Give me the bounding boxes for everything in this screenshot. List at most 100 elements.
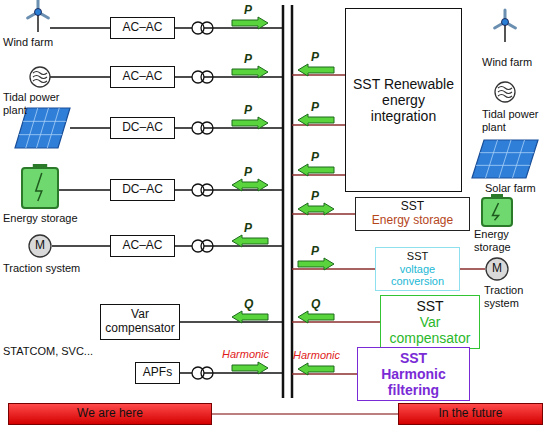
timeline-bar: In the future [398,403,543,425]
connector [52,245,110,246]
node-text: APFs [143,366,172,380]
converter-box: AC–AC [110,66,175,88]
node-text: DC–AC [122,121,163,135]
flow-symbol: P [244,221,252,235]
panel-grid [26,108,38,148]
sst-box: SST Renewable energy integration [345,8,462,192]
flow-symbol: P [244,3,252,17]
battery-bolt [493,203,499,220]
node-text: voltage conversion [382,263,453,288]
node-text: AC–AC [122,239,162,253]
tidal-icon [30,67,50,87]
power-flow-arrow [232,17,268,29]
power-flow-arrow [232,235,268,247]
wave-stroke [33,72,47,75]
power-flow-arrow [298,258,334,270]
panel-grid [499,140,511,178]
source-label: Solar farm [485,182,547,195]
node-text: M [492,262,502,276]
panel-grid [23,121,66,122]
node-text: SST [400,350,427,366]
flow-symbol: P [311,244,319,258]
power-flow-arrow [298,64,334,76]
node-text: Harmonic filtering [364,366,463,398]
power-flow-arrow [298,164,334,176]
flow-symbol: P [244,103,252,117]
sst-box: SSTvoltage conversion [375,247,460,291]
node-text: SST [416,298,443,314]
panel-grid [37,108,49,148]
node-text: M [35,239,45,253]
transformer-winding [201,184,213,196]
filter-box: APFs [135,362,180,384]
tidal-icon [495,82,515,102]
wave-stroke [33,80,47,83]
bus-line [291,5,294,398]
wave-stroke [498,91,512,94]
node-text: SST [407,250,428,263]
wave-stroke [33,76,47,79]
flow-symbol: P [244,52,252,66]
flow-symbol: P [311,50,319,64]
harmonic-label: Harmonic [293,349,340,362]
source-label: Tidal power plant [482,108,546,134]
wave-stroke [498,87,512,90]
motor-circle: M [28,234,52,258]
node-text: AC–AC [122,21,162,35]
turbine-hub [502,19,509,26]
panel-grid [513,140,525,178]
source-label: Wind farm [3,36,83,49]
flow-symbol: Q [244,297,253,311]
power-flow-arrow [232,66,268,78]
flow-symbol: P [311,189,319,203]
node-text: Energy storage [372,214,453,228]
panel-grid [19,134,62,135]
converter-box: AC–AC [110,17,175,39]
power-flow-arrow [298,114,334,126]
wave-stroke [498,95,512,98]
source-label: Energy storage [474,228,544,254]
transformer-winding [201,22,213,34]
panel-grid [486,140,498,178]
connector [460,268,485,269]
node-text: Var compensator [105,308,174,336]
source-label: Wind farm [482,56,546,69]
sst-box: SSTEnergy storage [355,197,470,231]
power-flow-arrow [232,179,268,191]
converter-box: DC–AC [110,117,175,139]
flow-symbol: P [311,150,319,164]
power-flow-arrow [232,117,268,129]
sst-box: SSTVar compensator [380,295,480,349]
power-flow-arrow [298,311,334,323]
timeline-line [212,413,398,414]
turbine-hub [35,9,42,16]
node-text: SST [401,200,424,214]
battery-icon [22,168,58,208]
node-text: SST Renewable energy integration [352,76,455,124]
source-label: Tidal power plant [3,91,75,117]
transformer-winding [201,122,213,134]
transformer-winding [201,240,213,252]
motor-outline [29,235,51,257]
node-text: In the future [438,407,502,421]
compensator-box: Var compensator [100,304,180,340]
node-text: We are here [77,407,143,421]
node-text: Var compensator [387,314,473,346]
panel-grid [480,152,534,153]
source-label: Traction system [484,284,546,310]
flow-symbol: P [311,100,319,114]
node-text: DC–AC [122,183,163,197]
power-flow-arrow [298,203,334,215]
battery-icon [482,198,512,226]
source-label: Energy storage [3,212,98,225]
transformer-winding [201,71,213,83]
source-label: Traction system [3,262,98,275]
panel-grid [47,108,59,148]
power-flow-arrow [232,362,268,374]
motor-circle: M [485,257,509,281]
node-text: AC–AC [122,70,162,84]
motor-outline [486,258,508,280]
sst-box: SSTHarmonic filtering [357,347,470,401]
flow-symbol: P [244,165,252,179]
